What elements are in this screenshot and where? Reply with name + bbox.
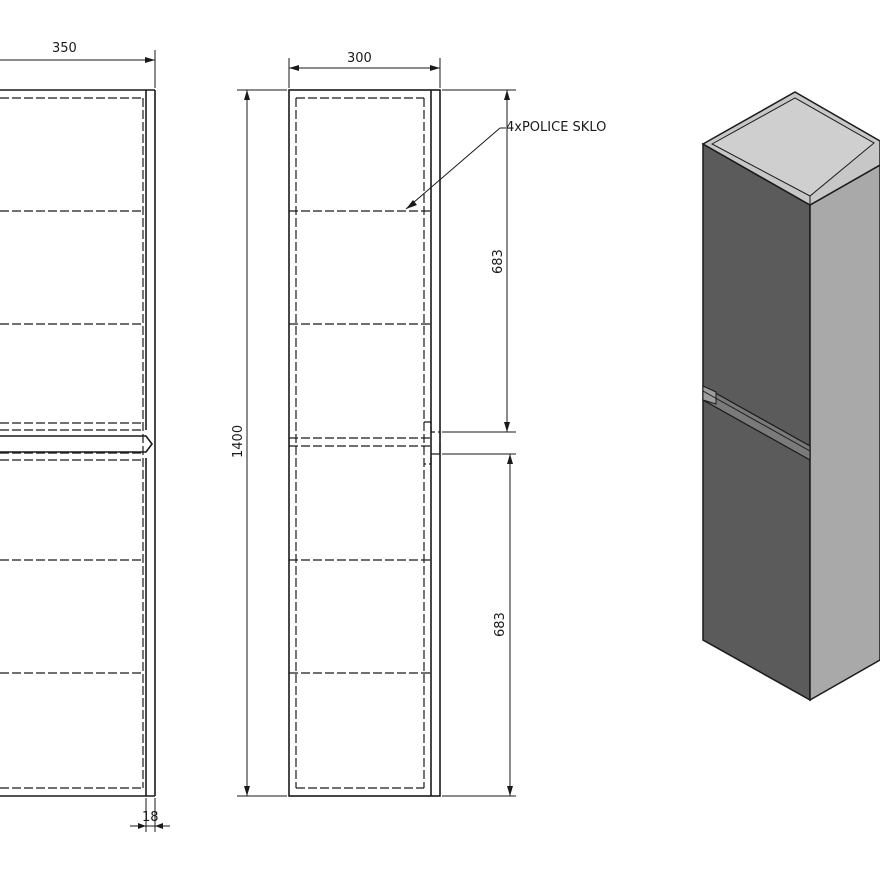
side-view: 350 18 [0,41,170,832]
lower-section-dimension-label: 683 [493,612,508,637]
iso-side-face [809,164,880,702]
height-dimension-label: 1400 [231,425,246,458]
front-view: 300 1400 683 683 4xPOLICE SKLO [231,51,606,797]
depth-dimension-label: 350 [52,41,77,56]
upper-section-dimension-label: 683 [491,249,506,274]
shelves-annotation: 4xPOLICE SKLO [506,120,606,135]
width-dimension-label: 300 [347,51,372,66]
panel-thickness-label: 18 [142,810,159,825]
isometric-view [701,91,880,702]
